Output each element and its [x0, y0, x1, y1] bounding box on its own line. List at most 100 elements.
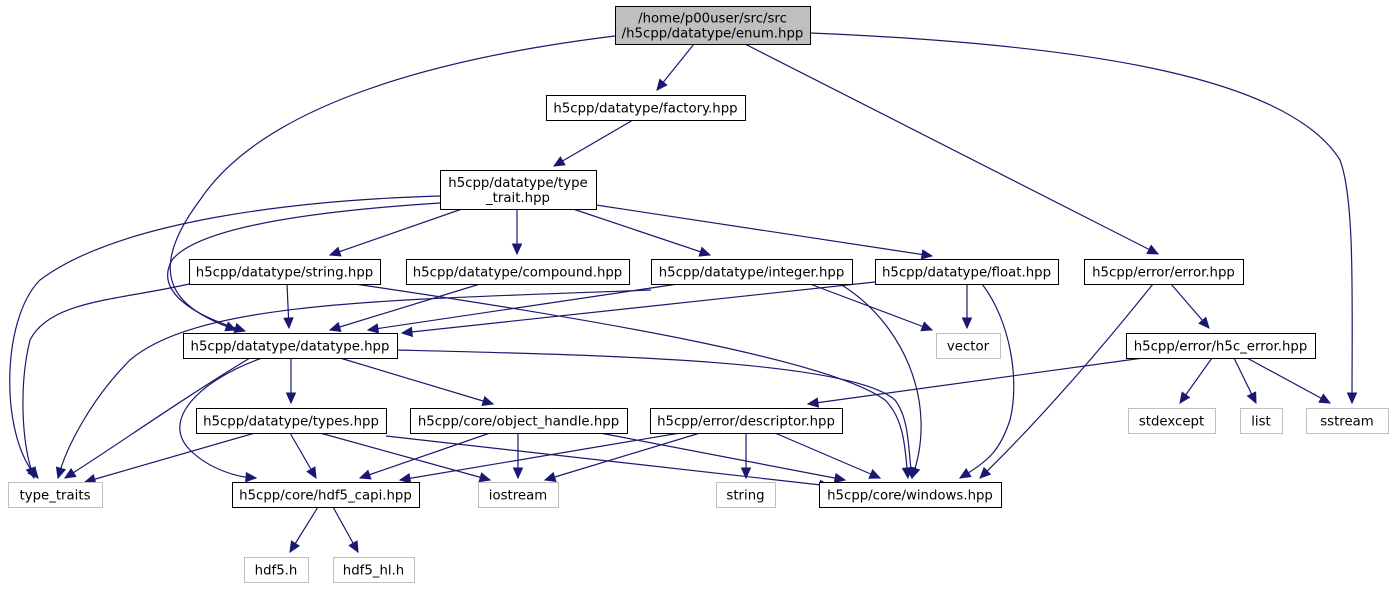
edge-h5c_error-to-stdexcept — [1179, 357, 1213, 404]
node-label: h5cpp/datatype/integer.hpp — [659, 266, 845, 281]
arrowhead-icon — [833, 472, 847, 484]
edge-line — [169, 35, 616, 331]
node-box — [875, 259, 1059, 285]
node-label: h5cpp/error/error.hpp — [1092, 266, 1235, 281]
node-box — [819, 482, 1002, 508]
arrowhead-icon — [289, 540, 301, 554]
node-factory[interactable]: h5cpp/datatype/factory.hpp — [546, 95, 746, 121]
edge-line — [367, 283, 679, 331]
node-box — [478, 482, 559, 508]
node-integer[interactable]: h5cpp/datatype/integer.hpp — [651, 259, 853, 285]
node-box — [196, 408, 387, 434]
edge-object_handle-to-iostream — [512, 433, 524, 480]
node-object-handle[interactable]: h5cpp/core/object_handle.hpp — [410, 408, 628, 434]
arrowhead-icon — [366, 323, 380, 334]
arrowhead-icon — [306, 466, 317, 480]
arrowhead-icon — [328, 246, 342, 257]
edge-type_trait-to-datatype — [167, 202, 441, 333]
node-hdf5-capi[interactable]: h5cpp/core/hdf5_capi.hpp — [232, 482, 420, 508]
node-box — [1128, 408, 1216, 434]
node-box — [936, 333, 1001, 359]
arrowhead-icon — [283, 317, 294, 330]
node-label: h5cpp/datatype/string.hpp — [196, 266, 373, 281]
edge-h5c_error-to-sstream — [1246, 357, 1332, 404]
node-label: stdexcept — [1139, 415, 1204, 430]
arrowhead-icon — [55, 466, 67, 480]
node-type-trait[interactable]: h5cpp/datatype/type_trait.hpp — [440, 170, 597, 210]
node-label: string — [726, 489, 764, 504]
edge-descriptor-to-hdf5_capi — [398, 432, 681, 484]
node-float[interactable]: h5cpp/datatype/float.hpp — [875, 259, 1059, 285]
edge-types-to-type_traits — [83, 432, 256, 485]
node-label: list — [1251, 415, 1271, 430]
node-h5c-error[interactable]: h5cpp/error/h5c_error.hpp — [1126, 333, 1316, 359]
node-string-hpp[interactable]: h5cpp/datatype/string.hpp — [189, 259, 381, 285]
node-box — [1240, 408, 1283, 434]
arrowhead-icon — [1346, 392, 1358, 405]
edge-descriptor-to-windows — [774, 432, 882, 479]
node-label: /home/p00user/src/src — [638, 12, 787, 27]
node-label: hdf5.h — [255, 564, 298, 579]
node-error[interactable]: h5cpp/error/error.hpp — [1084, 259, 1244, 285]
edge-string_hpp-to-type_traits — [22, 283, 190, 480]
edge-line — [979, 283, 1154, 479]
node-hdf5-h: hdf5.h — [244, 557, 309, 583]
arrowhead-icon — [698, 246, 712, 257]
node-string-std: string — [716, 482, 776, 508]
edge-descriptor-to-iostream — [543, 432, 701, 482]
node-box — [244, 557, 309, 583]
edge-error-to-h5c_error — [1170, 283, 1210, 329]
edge-datatype-to-type_traits — [63, 357, 251, 479]
edge-line — [354, 283, 909, 479]
arrowhead-icon — [1179, 391, 1191, 404]
arrowhead-icon — [1198, 316, 1210, 329]
arrowhead-icon — [656, 78, 668, 91]
node-box — [650, 408, 843, 434]
node-label: h5cpp/datatype/factory.hpp — [553, 102, 737, 117]
arrowhead-icon — [25, 466, 36, 480]
edge-line — [809, 32, 1353, 404]
arrowhead-icon — [958, 468, 972, 479]
node-box — [615, 6, 811, 45]
edge-line — [339, 357, 494, 405]
edges-layer — [9, 32, 1358, 554]
node-label: h5cpp/datatype/compound.hpp — [413, 266, 623, 281]
edge-line — [553, 119, 634, 167]
edge-type_trait-to-string_hpp — [328, 208, 463, 257]
edge-float-to-windows — [958, 283, 1015, 479]
node-descriptor[interactable]: h5cpp/error/descriptor.hpp — [650, 408, 843, 434]
node-box — [651, 259, 853, 285]
node-types[interactable]: h5cpp/datatype/types.hpp — [196, 408, 387, 434]
node-box — [1084, 259, 1244, 285]
edge-hdf5_capi-to-hdf5_h — [289, 506, 319, 554]
edge-float-to-datatype — [400, 281, 876, 338]
edge-line — [399, 432, 681, 481]
edge-line — [179, 357, 263, 479]
arrowhead-icon — [233, 322, 247, 333]
edge-enum-to-sstream — [809, 32, 1358, 405]
node-box — [183, 333, 398, 359]
node-box — [410, 408, 628, 434]
arrowhead-icon — [740, 467, 752, 480]
edge-type_trait-to-integer — [572, 208, 712, 257]
arrowhead-icon — [511, 243, 523, 256]
edge-line — [167, 202, 441, 332]
arrowhead-icon — [328, 321, 342, 332]
node-label: h5cpp/datatype/datatype.hpp — [191, 340, 390, 355]
node-compound[interactable]: h5cpp/datatype/compound.hpp — [406, 259, 630, 285]
edge-compound-to-datatype — [328, 283, 481, 332]
edge-line — [401, 281, 876, 334]
edge-line — [329, 283, 481, 331]
node-box — [406, 259, 630, 285]
arrowhead-icon — [400, 326, 414, 338]
edge-line — [1246, 357, 1331, 404]
edge-h5c_error-to-descriptor — [806, 357, 1144, 408]
node-enum[interactable]: /home/p00user/src/src/h5cpp/datatype/enu… — [615, 6, 811, 45]
node-windows[interactable]: h5cpp/core/windows.hpp — [819, 482, 1002, 508]
arrowhead-icon — [1318, 393, 1332, 404]
edge-types-to-hdf5_capi — [289, 432, 317, 480]
edge-line — [9, 195, 441, 479]
edge-datatype-to-windows — [396, 349, 916, 480]
node-datatype[interactable]: h5cpp/datatype/datatype.hpp — [183, 333, 398, 359]
